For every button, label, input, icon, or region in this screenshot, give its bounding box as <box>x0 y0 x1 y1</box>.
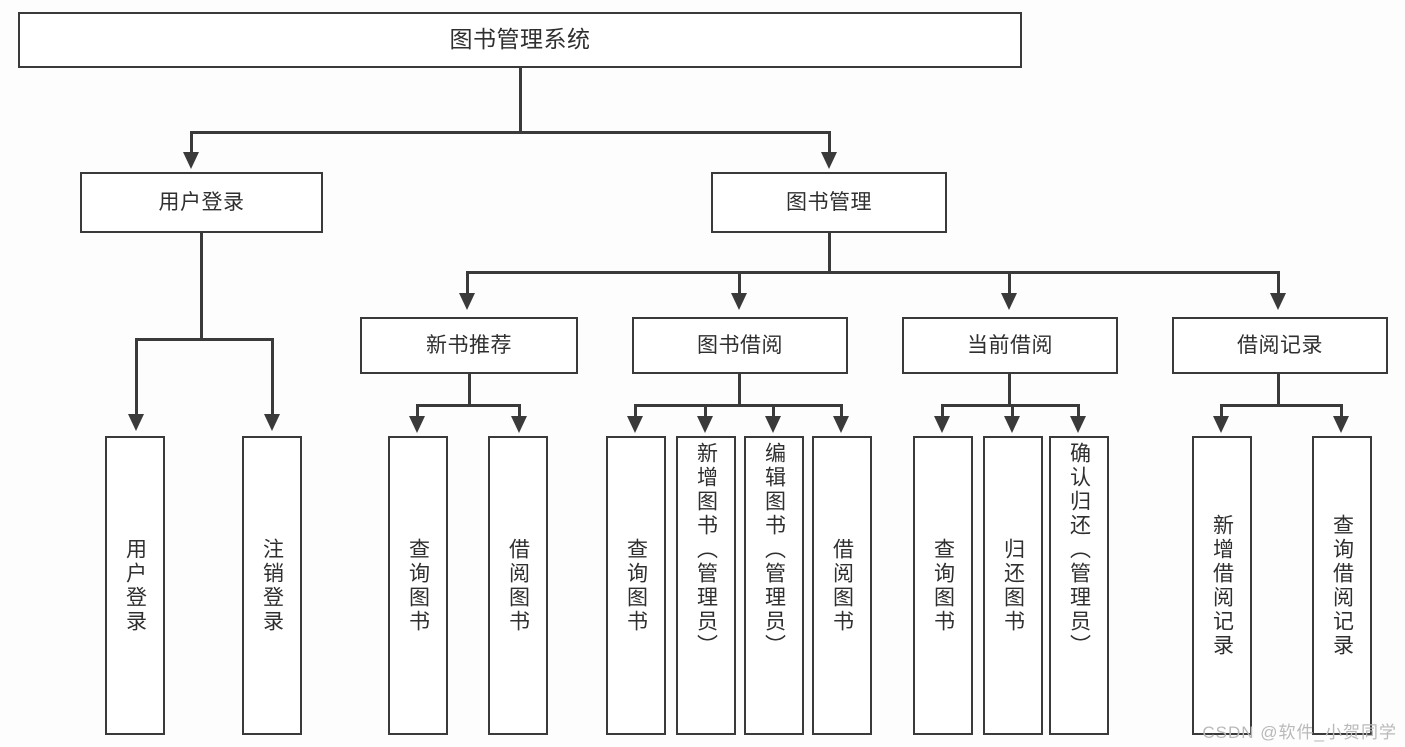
node-root-system-label: 图书管理系统 <box>449 26 591 53</box>
arrowhead-borrow-record-leaf-1 <box>1213 416 1229 433</box>
node-leaf-query-book-3[interactable]: 查询图书 <box>913 436 973 735</box>
arrowhead-root-to-user-login <box>183 152 199 169</box>
connector-borrow-record-branch-1 <box>1220 404 1223 418</box>
node-leaf-edit-book-label: 编辑图书（管理员） <box>762 442 786 658</box>
connector-new-book-branch-1 <box>416 404 419 418</box>
connector-book-borrow-branch-3 <box>772 404 775 418</box>
node-leaf-borrow-book-1-label: 借阅图书 <box>506 537 530 634</box>
arrowhead-book-borrow-leaf-1 <box>627 416 643 433</box>
arrowhead-user-login-leaf-1 <box>128 414 144 431</box>
connector-book-borrow-stem <box>738 374 741 406</box>
arrowhead-book-borrow-leaf-3 <box>765 416 781 433</box>
arrowhead-new-book-leaf-2 <box>511 416 527 433</box>
node-leaf-user-login-label: 用户登录 <box>123 537 147 634</box>
node-leaf-edit-book[interactable]: 编辑图书（管理员） <box>744 436 804 735</box>
node-leaf-query-record-label: 查询借阅记录 <box>1330 513 1354 658</box>
connector-root-to-user-login <box>190 131 193 154</box>
connector-book-manage-bar <box>466 271 1280 274</box>
node-leaf-borrow-book-2[interactable]: 借阅图书 <box>812 436 872 735</box>
node-leaf-confirm-return-label: 确认归还（管理员） <box>1067 442 1091 658</box>
arrowhead-new-book-leaf-1 <box>409 416 425 433</box>
arrowhead-user-login-leaf-2 <box>264 414 280 431</box>
arrowhead-to-new-book-recommend <box>459 293 475 310</box>
connector-book-manage-branch-3 <box>1008 271 1011 295</box>
node-leaf-query-book-2-label: 查询图书 <box>624 537 648 634</box>
connector-root-stem <box>519 68 522 134</box>
connector-current-borrow-bar <box>941 404 1080 407</box>
node-leaf-add-record-label: 新增借阅记录 <box>1210 513 1234 658</box>
connector-new-book-branch-2 <box>518 404 521 418</box>
connector-current-borrow-branch-2 <box>1011 404 1014 418</box>
node-leaf-borrow-book-1[interactable]: 借阅图书 <box>488 436 548 735</box>
node-current-borrow[interactable]: 当前借阅 <box>902 317 1118 374</box>
node-user-login-label: 用户登录 <box>158 190 245 214</box>
node-leaf-query-book-1[interactable]: 查询图书 <box>388 436 448 735</box>
connector-current-borrow-stem <box>1008 374 1011 406</box>
node-root-system[interactable]: 图书管理系统 <box>18 12 1022 68</box>
arrowhead-current-borrow-leaf-3 <box>1070 416 1086 433</box>
connector-current-borrow-branch-3 <box>1077 404 1080 418</box>
node-leaf-borrow-book-2-label: 借阅图书 <box>830 537 854 634</box>
connector-book-borrow-branch-1 <box>634 404 637 418</box>
node-leaf-query-record[interactable]: 查询借阅记录 <box>1312 436 1372 735</box>
arrowhead-borrow-record-leaf-2 <box>1333 416 1349 433</box>
connector-book-borrow-bar <box>634 404 843 407</box>
node-leaf-query-book-2[interactable]: 查询图书 <box>606 436 666 735</box>
watermark-text: CSDN @软件_小贺同学 <box>1202 723 1397 742</box>
connector-user-login-bar <box>135 338 274 341</box>
connector-root-to-book-manage <box>828 131 831 154</box>
node-leaf-confirm-return[interactable]: 确认归还（管理员） <box>1049 436 1109 735</box>
arrowhead-to-current-borrow <box>1001 293 1017 310</box>
node-leaf-query-book-3-label: 查询图书 <box>931 537 955 634</box>
node-leaf-query-book-1-label: 查询图书 <box>406 537 430 634</box>
node-leaf-logout-login-label: 注销登录 <box>260 537 284 634</box>
node-book-manage[interactable]: 图书管理 <box>711 172 947 233</box>
connector-new-book-stem <box>468 374 471 406</box>
node-new-book-recommend-label: 新书推荐 <box>426 333 512 357</box>
node-borrow-record[interactable]: 借阅记录 <box>1172 317 1388 374</box>
node-leaf-logout-login[interactable]: 注销登录 <box>242 436 302 735</box>
node-borrow-record-label: 借阅记录 <box>1237 333 1323 357</box>
arrowhead-to-borrow-record <box>1270 293 1286 310</box>
arrowhead-current-borrow-leaf-1 <box>934 416 950 433</box>
arrowhead-to-book-borrow <box>731 293 747 310</box>
connector-user-login-branch-2 <box>271 338 274 416</box>
connector-book-manage-branch-2 <box>738 271 741 295</box>
node-leaf-return-book[interactable]: 归还图书 <box>983 436 1043 735</box>
connector-user-login-stem <box>200 233 203 341</box>
connector-book-borrow-branch-2 <box>704 404 707 418</box>
node-book-manage-label: 图书管理 <box>786 190 872 214</box>
connector-borrow-record-bar <box>1220 404 1343 407</box>
connector-root-bar <box>190 131 831 134</box>
node-new-book-recommend[interactable]: 新书推荐 <box>360 317 578 374</box>
arrowhead-book-borrow-leaf-4 <box>833 416 849 433</box>
node-book-borrow[interactable]: 图书借阅 <box>632 317 848 374</box>
connector-borrow-record-stem <box>1277 374 1280 406</box>
arrowhead-book-borrow-leaf-2 <box>697 416 713 433</box>
node-leaf-user-login[interactable]: 用户登录 <box>105 436 165 735</box>
connector-current-borrow-branch-1 <box>941 404 944 418</box>
connector-book-manage-stem <box>828 233 831 273</box>
node-book-borrow-label: 图书借阅 <box>697 333 783 357</box>
connector-book-borrow-branch-4 <box>840 404 843 418</box>
connector-borrow-record-branch-2 <box>1340 404 1343 418</box>
connector-user-login-branch-1 <box>135 338 138 416</box>
connector-book-manage-branch-1 <box>466 271 469 295</box>
arrowhead-current-borrow-leaf-2 <box>1004 416 1020 433</box>
node-leaf-add-record[interactable]: 新增借阅记录 <box>1192 436 1252 735</box>
connector-new-book-bar <box>416 404 521 407</box>
node-leaf-add-book[interactable]: 新增图书（管理员） <box>676 436 736 735</box>
node-user-login[interactable]: 用户登录 <box>80 172 323 233</box>
node-leaf-return-book-label: 归还图书 <box>1001 537 1025 634</box>
connector-book-manage-branch-4 <box>1277 271 1280 295</box>
arrowhead-root-to-book-manage <box>821 152 837 169</box>
node-current-borrow-label: 当前借阅 <box>967 333 1053 357</box>
node-leaf-add-book-label: 新增图书（管理员） <box>694 442 718 658</box>
